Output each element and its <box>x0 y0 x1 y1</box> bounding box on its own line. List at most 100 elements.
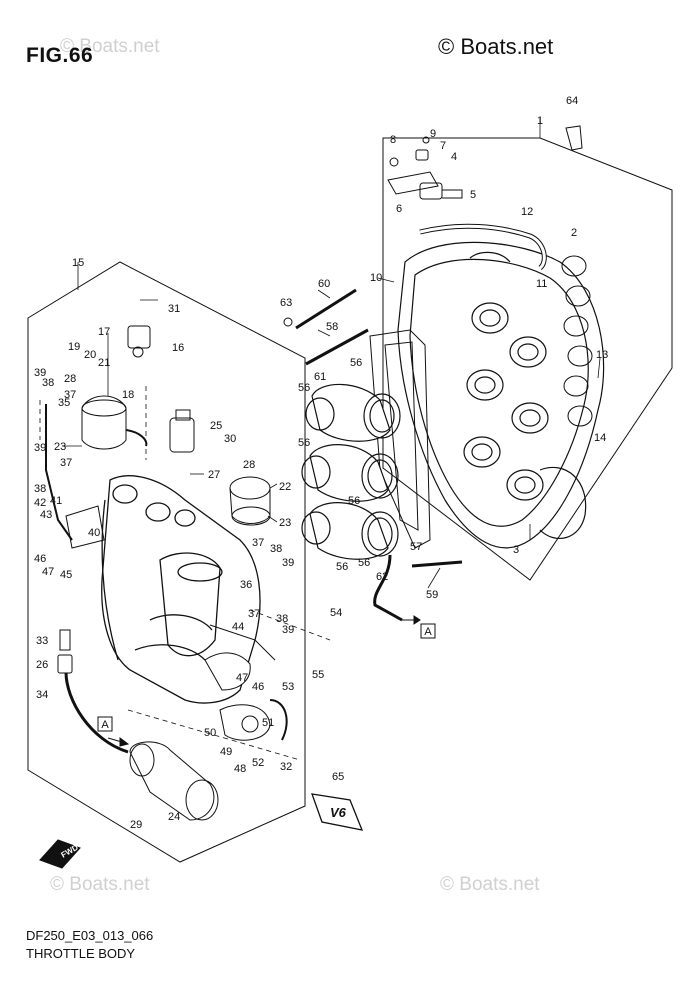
callout-50: 50 <box>204 727 216 739</box>
linkage-arm-left <box>45 404 73 541</box>
watermark-bottom-left: © Boats.net <box>50 874 150 895</box>
callout-23b: 23 <box>279 517 291 529</box>
callout-25: 25 <box>210 420 222 432</box>
callout-10: 10 <box>370 272 382 284</box>
callout-34: 34 <box>36 689 48 701</box>
sensor-top <box>127 325 151 358</box>
callout-37a: 37 <box>64 389 76 401</box>
callout-62: 62 <box>376 571 388 583</box>
callout-39a: 39 <box>34 367 46 379</box>
intake-pipes <box>301 383 401 560</box>
leader-lines <box>62 118 601 589</box>
callout-32: 32 <box>280 761 292 773</box>
callout-56e: 56 <box>336 561 348 573</box>
bolt-59 <box>411 560 463 568</box>
v6-label: V6 <box>330 805 347 820</box>
air-duct <box>229 476 271 526</box>
callout-42: 42 <box>34 497 46 509</box>
ref-a-label-left: A <box>101 719 109 731</box>
callout-30: 30 <box>224 433 236 445</box>
callout-37d: 37 <box>248 608 260 620</box>
reference-arrow-a-left <box>97 716 130 747</box>
callout-37b: 37 <box>60 457 72 469</box>
callout-19: 19 <box>68 341 80 353</box>
callout-47a: 47 <box>42 566 54 578</box>
callout-3: 3 <box>513 544 519 556</box>
callout-56d: 56 <box>348 495 360 507</box>
callout-35: 35 <box>58 397 70 409</box>
callout-31: 31 <box>168 303 180 315</box>
callout-28b: 28 <box>243 459 255 471</box>
callout-56f: 56 <box>358 557 370 569</box>
callout-54: 54 <box>330 607 342 619</box>
callout-11: 11 <box>536 278 547 290</box>
callout-33: 33 <box>36 635 48 647</box>
callout-52: 52 <box>252 757 264 769</box>
callout-2: 2 <box>571 227 577 239</box>
callout-6: 6 <box>396 203 402 215</box>
callout-41: 41 <box>50 495 62 507</box>
bolt-60 <box>295 288 357 330</box>
callout-26: 26 <box>36 659 48 671</box>
callout-17: 17 <box>98 326 110 338</box>
callout-49: 49 <box>220 746 232 758</box>
callout-39b: 39 <box>34 442 46 454</box>
callout-9: 9 <box>430 128 436 140</box>
callout-38c: 38 <box>270 543 282 555</box>
callout-43: 43 <box>40 509 52 521</box>
callout-24: 24 <box>168 811 180 823</box>
callout-14: 14 <box>594 432 606 444</box>
callout-5: 5 <box>470 189 476 201</box>
forward-arrow-badge <box>39 839 81 869</box>
callout-38b: 38 <box>34 483 46 495</box>
callout-13: 13 <box>596 349 608 361</box>
throttle-linkage <box>204 624 288 741</box>
dashed-connections <box>39 386 331 761</box>
callout-labels: 1 2 3 4 5 6 7 8 9 10 11 12 13 14 15 16 1… <box>34 95 608 831</box>
throttle-cable <box>64 671 129 754</box>
callout-39c: 39 <box>282 557 294 569</box>
copyright-notice: © Boats.net <box>438 34 554 59</box>
callout-38d: 38 <box>276 613 288 625</box>
callout-46a: 46 <box>34 553 46 565</box>
callout-39d: 39 <box>282 624 294 636</box>
vent-hose <box>373 554 403 622</box>
callout-22: 22 <box>279 481 291 493</box>
gasket-inner-line <box>384 341 419 531</box>
callout-60: 60 <box>318 278 330 290</box>
callout-63: 63 <box>280 297 292 309</box>
callout-37c: 37 <box>252 537 264 549</box>
callout-44: 44 <box>232 621 244 633</box>
callout-8: 8 <box>390 134 396 146</box>
callout-1: 1 <box>537 115 543 127</box>
throttle-body-plate <box>397 241 605 549</box>
gasket <box>561 255 593 427</box>
callout-56b: 56 <box>298 382 310 394</box>
callout-28a: 28 <box>64 373 76 385</box>
callout-7: 7 <box>440 140 446 152</box>
callout-15: 15 <box>72 257 84 269</box>
v6-emblem <box>311 793 364 831</box>
callout-51: 51 <box>262 717 274 729</box>
callout-65: 65 <box>332 771 344 783</box>
diagram-code: DF250_E03_013_066 <box>26 928 154 943</box>
callout-21: 21 <box>98 357 110 369</box>
diagram-title: THROTTLE BODY <box>26 946 136 961</box>
callout-23a: 23 <box>54 441 66 453</box>
callout-64: 64 <box>566 95 578 107</box>
reference-arrow-a-right <box>400 615 436 639</box>
callout-53: 53 <box>282 681 294 693</box>
callout-61: 61 <box>314 371 326 383</box>
callout-29: 29 <box>130 819 142 831</box>
callout-38a: 38 <box>42 377 54 389</box>
watermark-top: © Boats.net <box>60 36 160 57</box>
callout-59: 59 <box>426 589 438 601</box>
callout-57: 57 <box>410 541 422 553</box>
canister <box>129 741 219 821</box>
callout-16: 16 <box>172 342 184 354</box>
map-sensor <box>169 409 195 453</box>
callout-58: 58 <box>326 321 338 333</box>
throttle-ports <box>463 302 549 501</box>
callout-47b: 47 <box>236 672 248 684</box>
